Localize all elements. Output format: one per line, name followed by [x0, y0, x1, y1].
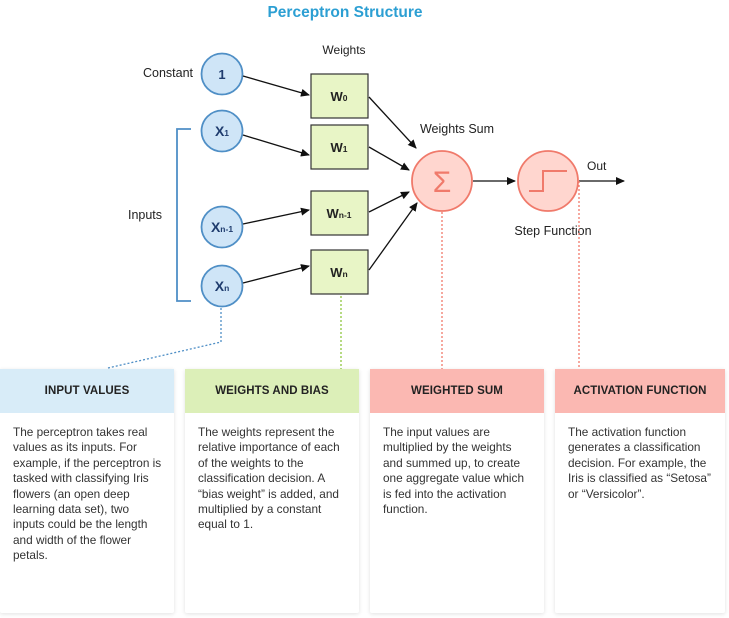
arrow-xn-1-to-wn-1	[242, 207, 310, 225]
card-title: ACTIVATION FUNCTION	[555, 369, 725, 413]
weight-box-w0: W0	[310, 73, 369, 119]
inputs-label: Inputs	[128, 208, 162, 222]
svg-text:X1: X1	[215, 123, 229, 139]
input-node-x1: X1	[200, 109, 244, 153]
sum-node: Σ	[411, 150, 473, 212]
card-body: The activation function generates a clas…	[568, 425, 711, 501]
weight-wn-base: W	[330, 265, 343, 280]
card-title: WEIGHTED SUM	[370, 369, 544, 413]
input-xn-1-base: X	[211, 219, 221, 235]
weight-box-w1: W1	[310, 124, 369, 170]
weight-box-wn: Wn	[310, 249, 369, 295]
weight-w0-sub: 0	[343, 93, 348, 103]
step-function-node	[517, 150, 579, 212]
arrow-w0-to-sum	[368, 96, 417, 149]
weights-header-label: Weights	[322, 43, 365, 57]
connector-inputs	[107, 308, 222, 369]
arrow-x1-to-w1	[242, 134, 310, 157]
input-xn-base: X	[215, 278, 225, 294]
weight-wn-sub: n	[343, 269, 348, 279]
weight-wn-1-base: W	[326, 206, 339, 221]
inputs-bracket	[176, 128, 191, 302]
weight-box-wn-1: Wn-1	[310, 190, 369, 236]
input-node-xn-1: Xn-1	[200, 205, 244, 249]
svg-text:Xn-1: Xn-1	[211, 219, 233, 235]
card-body: The perceptron takes real values as its …	[13, 425, 162, 563]
arrow-w1-to-sum	[368, 146, 410, 171]
step-function-label: Step Function	[514, 224, 591, 238]
card-body: The input values are multiplied by the w…	[383, 425, 525, 517]
input-xn-sub: n	[224, 283, 229, 293]
card-weighted-sum: WEIGHTED SUM The input values are multip…	[370, 369, 544, 613]
input-x1-base: X	[215, 123, 225, 139]
input-x1-sub: 1	[224, 128, 229, 138]
weight-w1-base: W	[330, 140, 343, 155]
arrow-wn-to-sum	[368, 202, 418, 271]
svg-text:W1: W1	[330, 140, 347, 155]
input-node-xn: Xn	[200, 264, 244, 308]
svg-text:Xn: Xn	[215, 278, 230, 294]
constant-node-value: 1	[218, 67, 225, 82]
out-label: Out	[587, 159, 607, 173]
sigma-icon: Σ	[433, 166, 452, 199]
card-input-values: INPUT VALUES The perceptron takes real v…	[0, 369, 174, 613]
svg-text:W0: W0	[330, 89, 347, 104]
weights-sum-label: Weights Sum	[420, 122, 494, 136]
constant-label: Constant	[143, 66, 194, 80]
arrow-xn-to-wn	[242, 264, 310, 284]
svg-text:Wn-1: Wn-1	[326, 206, 351, 221]
weight-w1-sub: 1	[343, 144, 348, 154]
svg-text:Wn: Wn	[330, 265, 347, 280]
card-weights-and-bias: WEIGHTS AND BIAS The weights represent t…	[185, 369, 359, 613]
constant-node: 1	[200, 52, 244, 96]
perceptron-diagram: Perceptron Structure Weights Constant In…	[107, 4, 625, 369]
card-activation-function: ACTIVATION FUNCTION The activation funct…	[555, 369, 725, 613]
arrow-wn-1-to-sum	[368, 191, 410, 213]
card-title: INPUT VALUES	[0, 369, 174, 413]
arrow-constant-to-w0	[242, 75, 310, 97]
card-title: WEIGHTS AND BIAS	[185, 369, 359, 413]
weight-w0-base: W	[330, 89, 343, 104]
card-body: The weights represent the relative impor…	[198, 425, 340, 532]
step-function-icon	[529, 170, 567, 192]
weight-wn-1-sub: n-1	[339, 210, 352, 220]
input-xn-1-sub: n-1	[220, 224, 233, 234]
diagram-title: Perceptron Structure	[267, 4, 422, 21]
